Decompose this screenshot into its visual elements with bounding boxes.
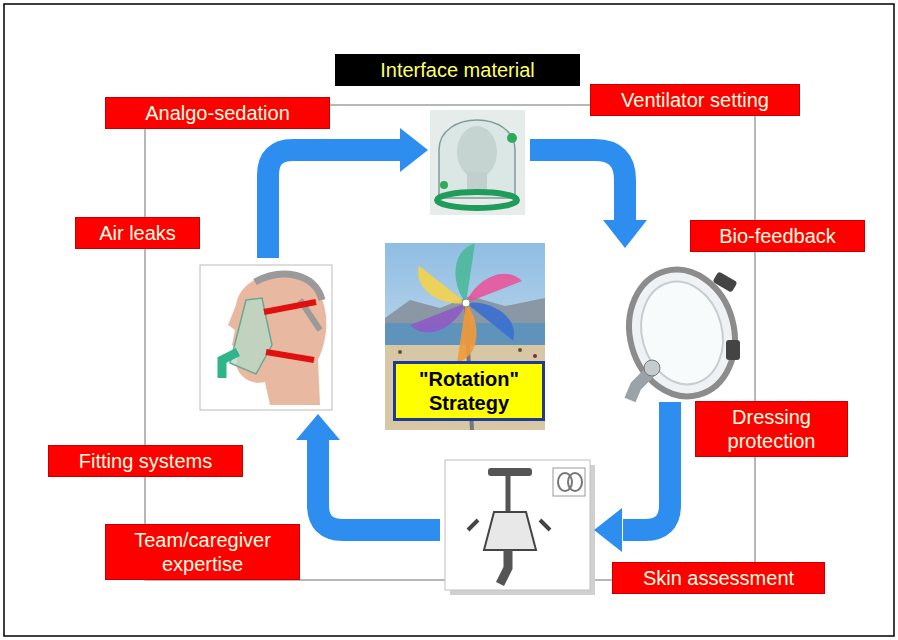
node-text: Fitting systems (57, 449, 234, 473)
factor-box: Dressing protection (695, 401, 848, 457)
factor-box: Analgo-sedation (105, 97, 330, 129)
node-text: Skin assessment (621, 566, 816, 590)
node-text: Dressing protection (704, 405, 839, 453)
helmet-interface (430, 110, 525, 215)
factor-box: Team/caregiver expertise (105, 524, 300, 580)
nasal-mask (445, 460, 595, 595)
node-text: Air leaks (84, 221, 191, 245)
full-face-mask (615, 258, 749, 409)
node-text: Ventilator setting (599, 88, 791, 112)
rotation-arrows (268, 150, 670, 530)
node-text: Analgo-sedation (114, 101, 321, 125)
heading-box: Interface material (335, 54, 580, 86)
oronasal-mask (200, 265, 332, 410)
outer-border (4, 4, 894, 636)
strategy-box: "Rotation" Strategy (393, 361, 545, 421)
arrow-heads (296, 128, 647, 552)
pinwheel-photo (385, 243, 545, 430)
factor-box: Skin assessment (612, 562, 825, 594)
node-text: Bio-feedback (699, 224, 856, 248)
factor-box: Fitting systems (48, 445, 243, 477)
factor-box: Bio-feedback (690, 220, 865, 252)
node-text: Team/caregiver expertise (114, 528, 291, 576)
factor-box: Ventilator setting (590, 84, 800, 116)
node-text: Interface material (344, 58, 571, 82)
factor-box: Air leaks (75, 217, 200, 249)
node-text: "Rotation" Strategy (404, 367, 534, 415)
